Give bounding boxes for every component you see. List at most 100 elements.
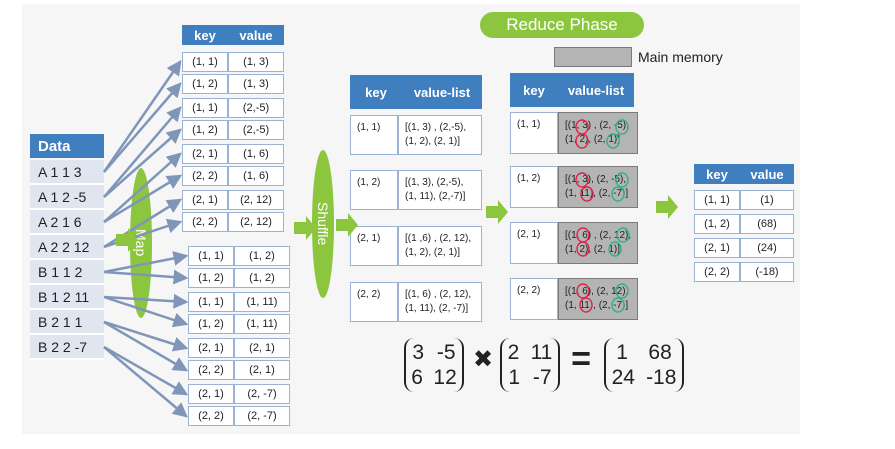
map-row-value: (1, 6) xyxy=(228,144,284,164)
map-row-key: (2, 1) xyxy=(188,338,234,358)
main-memory-swatch xyxy=(554,47,632,67)
green-circle-marker xyxy=(615,119,629,135)
matrix-cell: 3 xyxy=(412,341,425,364)
map-row-key: (2, 2) xyxy=(188,406,234,426)
map-arrow xyxy=(103,198,183,249)
map-arrow xyxy=(103,293,189,309)
result-block-arrow xyxy=(656,195,678,219)
map-row-value: (2, -7) xyxy=(234,384,290,404)
result-row-key: (2, 1) xyxy=(694,238,740,258)
shuffle-header-key: key xyxy=(350,75,402,109)
result-header-key: key xyxy=(694,164,740,184)
shuffle-row-value-list: [(1, 3), (2,-5), (1, 11), (2,-7)] xyxy=(398,170,482,210)
matrix-cell: -18 xyxy=(646,366,677,389)
green-circle-marker xyxy=(606,133,620,149)
shuffle-header-value-list: value-list xyxy=(402,75,482,109)
reduce-header-value-list: value-list xyxy=(558,73,634,107)
map-header-value: value xyxy=(228,25,284,45)
value-list-line: (1, 11), (2, -7)] xyxy=(565,300,629,311)
matrix-cell: 1 xyxy=(616,341,628,364)
map-row-key: (2, 2) xyxy=(188,360,234,380)
value-list-line: (1, 2), (2, 1)] xyxy=(565,134,621,145)
reduce-block-arrow xyxy=(486,200,508,224)
value-list-line: [(1, 6), (2, 12), xyxy=(565,286,629,297)
map-row-value: (1, 3) xyxy=(228,52,284,72)
value-list-line: (1, 11), (2, -7)] xyxy=(405,303,469,314)
map-arrow xyxy=(103,295,189,328)
map-row-value: (2, -7) xyxy=(234,406,290,426)
green-circle-marker xyxy=(611,186,625,202)
result-row-value: (1) xyxy=(740,190,794,210)
matrix-cell: -7 xyxy=(532,366,552,389)
result-row-value: (68) xyxy=(740,214,794,234)
matrix-cell: 6 xyxy=(411,366,423,389)
reduce-row-key: (2, 1) xyxy=(510,222,558,264)
value-list-line: [(1, 6) , (2, 12), xyxy=(565,230,632,241)
map-header-key: key xyxy=(182,25,228,45)
map-row-value: (1, 11) xyxy=(234,314,290,334)
value-list-line: [(1, 3) , (2, -5), xyxy=(565,120,629,131)
matrix-cell: 12 xyxy=(433,366,457,389)
value-list-line: (1, 11), (2,-7)] xyxy=(405,191,466,202)
map-arrow xyxy=(103,320,189,372)
value-list-line: [(1, 3), (2,-5), xyxy=(405,177,464,188)
map-block-arrow xyxy=(116,228,138,252)
map-row-value: (2,-5) xyxy=(228,98,284,118)
map-row-key: (2, 1) xyxy=(182,190,228,210)
map-row-key: (1, 1) xyxy=(188,246,234,266)
red-circle-marker xyxy=(576,227,590,243)
matrix-row: 1 68 xyxy=(606,340,682,365)
green-circle-marker xyxy=(616,227,630,243)
result-row-value: (-18) xyxy=(740,262,794,282)
shuffle-row-value-list: [(1 ,6) , (2, 12), (1, 2), (2, 1)] xyxy=(398,226,482,266)
map-row-value: (2, 12) xyxy=(228,212,284,232)
red-circle-marker xyxy=(575,172,589,188)
shuffle-phase-label: Shuffle xyxy=(315,202,331,246)
value-list-line: [(1 ,6) , (2, 12), xyxy=(405,233,472,244)
data-row: A 2 1 6 xyxy=(30,210,104,235)
data-row: B 2 1 1 xyxy=(30,310,104,335)
red-circle-marker xyxy=(576,283,590,299)
map-row-value: (1, 3) xyxy=(228,74,284,94)
map-row-key: (1, 2) xyxy=(182,74,228,94)
matrix-row: 6 12 xyxy=(406,365,462,390)
map-row-value: (1, 6) xyxy=(228,166,284,186)
matrix-cell: 2 xyxy=(507,341,520,364)
map-row-key: (2, 1) xyxy=(188,384,234,404)
map-row-value: (1, 2) xyxy=(234,246,290,266)
shuffle-phase-pill: Shuffle xyxy=(312,150,334,298)
shuffle-row-value-list: [(1, 6) , (2, 12),(1, 11), (2, -7)] xyxy=(398,282,482,322)
times-icon: ✖ xyxy=(472,346,494,373)
red-circle-marker xyxy=(579,297,593,313)
value-list-line: (1, 2), (2, 1)] xyxy=(405,247,461,258)
map-row-value: (1, 2) xyxy=(234,268,290,288)
data-row: B 1 2 11 xyxy=(30,285,104,310)
value-list-line: [(1, 3), (2, -5), xyxy=(565,174,627,185)
result-row-key: (1, 2) xyxy=(694,214,740,234)
shuffle-row-key: (1, 2) xyxy=(350,170,398,210)
shuffle-row-key: (2, 2) xyxy=(350,282,398,322)
green-circle-marker xyxy=(608,241,622,257)
shuffle-row-key: (1, 1) xyxy=(350,115,398,155)
map-row-value: (2, 1) xyxy=(234,360,290,380)
data-table-header: Data xyxy=(30,134,104,158)
green-circle-marker xyxy=(615,283,629,299)
data-row: A 1 1 3 xyxy=(30,160,104,185)
red-circle-marker xyxy=(576,241,590,257)
map-arrow xyxy=(103,106,182,198)
shuffle-out-block-arrow xyxy=(336,213,358,237)
reduce-row-key: (1, 1) xyxy=(510,112,558,154)
map-row-key: (1, 1) xyxy=(182,52,228,72)
shuffle-row-value-list: [(1, 3) , (2,-5),(1, 2), (2, 1)] xyxy=(398,115,482,155)
map-row-key: (1, 1) xyxy=(182,98,228,118)
reduce-row-key: (2, 2) xyxy=(510,278,558,320)
reduce-phase-label: Reduce Phase xyxy=(480,12,644,38)
value-list-line: (1, 2), (2, 1)] xyxy=(565,244,621,255)
map-arrow xyxy=(103,346,188,418)
matrix-cell: 68 xyxy=(648,341,672,364)
matrix-row: 3-5 xyxy=(406,340,462,365)
